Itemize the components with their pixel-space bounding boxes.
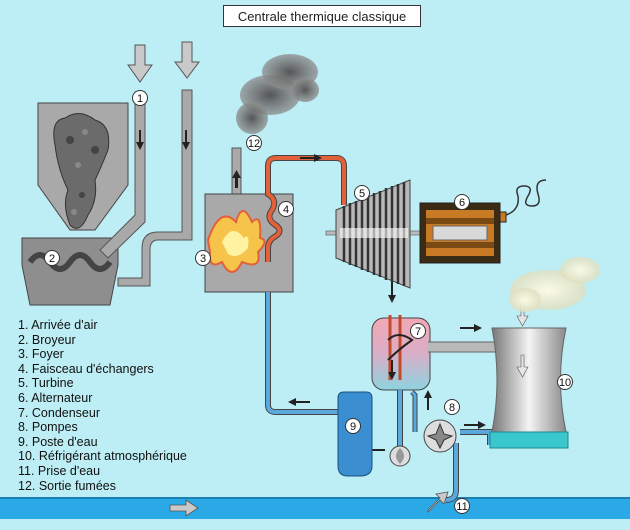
marker-5: 5: [354, 185, 370, 201]
legend-item: 10. Réfrigérant atmosphérique: [18, 449, 187, 464]
marker-label: 6: [459, 197, 465, 209]
legend-item: 2. Broyeur: [18, 332, 76, 347]
air-ducts: [99, 41, 200, 287]
marker-label: 1: [137, 93, 143, 105]
marker-4: 4: [278, 201, 294, 217]
legend-item: 9. Poste d'eau: [18, 434, 98, 449]
turbine: [325, 179, 459, 289]
marker-6: 6: [454, 194, 470, 210]
steam-pipe: [265, 154, 347, 262]
legend-item: 4. Faisceau d'échangers: [18, 361, 154, 376]
marker-label: 2: [49, 253, 55, 265]
cooling-tower: [489, 303, 569, 449]
marker-label: 5: [359, 188, 365, 200]
legend-item: 6. Alternateur: [18, 390, 93, 405]
steam-plume: [509, 257, 600, 312]
legend-item: 8. Pompes: [18, 420, 78, 435]
marker-label: 4: [283, 204, 289, 216]
marker-9: 9: [345, 418, 361, 434]
river: [0, 497, 630, 519]
marker-label: 3: [200, 253, 206, 265]
exhaust-pipe: [388, 282, 396, 303]
marker-10: 10: [557, 374, 573, 390]
legend-item: 3. Foyer: [18, 347, 64, 362]
marker-label: 11: [456, 501, 467, 513]
legend-item: 1. Arrivée d'air: [18, 318, 98, 332]
marker-12: 12: [246, 135, 262, 151]
marker-2: 2: [44, 250, 60, 266]
marker-label: 7: [415, 326, 421, 338]
marker-label: 10: [559, 377, 571, 389]
feedwater-tank: [337, 391, 373, 477]
legend-item: 7. Condenseur: [18, 405, 101, 420]
legend-item: 12. Sortie fumées: [18, 478, 116, 493]
legend-item: 11. Prise d'eau: [18, 463, 101, 478]
marker-8: 8: [444, 399, 460, 415]
smoke-cloud: [236, 54, 319, 134]
marker-label: 8: [449, 402, 455, 414]
pumps: [389, 419, 457, 467]
feedwater-pipe: [265, 292, 493, 513]
alternator: [419, 179, 547, 264]
coal-hopper: [37, 102, 129, 231]
diagram-title: Centrale thermique classique: [223, 5, 421, 27]
marker-label: 9: [350, 421, 356, 433]
marker-3: 3: [195, 250, 211, 266]
marker-label: 12: [248, 138, 260, 150]
marker-7: 7: [410, 323, 426, 339]
flue-stack: [231, 147, 242, 197]
marker-1: 1: [132, 90, 148, 106]
marker-11: 11: [454, 498, 470, 514]
legend-item: 5. Turbine: [18, 376, 74, 391]
